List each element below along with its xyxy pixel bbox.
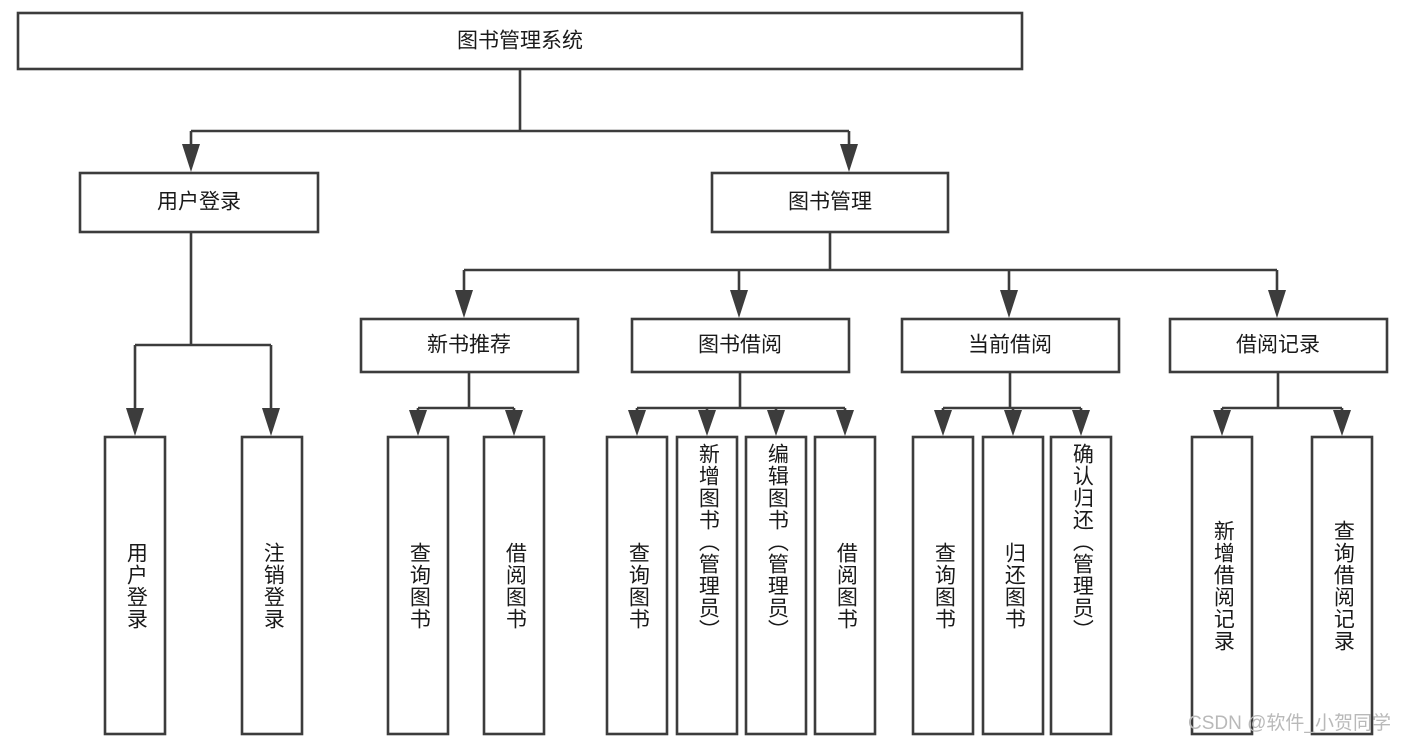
leaf-label-borrowrecord-2: 查询借阅记录 xyxy=(1331,519,1355,652)
connector-borrowrecord-to-leaves xyxy=(1213,373,1351,436)
leaf-label-bookborrow-4: 借阅图书 xyxy=(834,541,858,630)
connector-userlogin-to-leaves xyxy=(126,233,280,436)
leaf-box-bookborrow-4[interactable] xyxy=(813,435,877,736)
connector-newbook-to-leaves xyxy=(409,373,523,436)
leaf-label-user-login-1: 用户登录 xyxy=(124,541,148,630)
leaf-label-bookborrow-1: 查询图书 xyxy=(626,541,650,630)
node-root-system-label: 图书管理系统 xyxy=(457,30,583,53)
node-current-borrow-label: 当前借阅 xyxy=(968,334,1052,357)
leaf-label-currentborrow-1: 查询图书 xyxy=(932,541,956,630)
leaf-label-user-login-2: 注销登录 xyxy=(261,541,285,630)
leaf-boxes-user-login xyxy=(103,435,304,736)
leaf-label-currentborrow-3: 确认归还（管理员） xyxy=(1070,443,1094,641)
node-new-book-recommend-label: 新书推荐 xyxy=(427,334,511,357)
leaf-boxes-borrow-record xyxy=(1190,435,1374,736)
csdn-watermark: CSDN @软件_小贺同学 xyxy=(1188,713,1391,734)
node-new-book-recommend[interactable]: 新书推荐 xyxy=(359,317,580,374)
leaf-box-currentborrow-3[interactable] xyxy=(1049,435,1113,736)
leaf-boxes-current-borrow xyxy=(911,435,1113,736)
connector-bookborrow-to-leaves xyxy=(628,373,854,436)
leaf-box-newbook-2[interactable] xyxy=(482,435,546,736)
leaf-box-bookborrow-1[interactable] xyxy=(605,435,669,736)
leaf-label-bookborrow-2: 新增图书（管理员） xyxy=(696,443,720,641)
node-current-borrow[interactable]: 当前借阅 xyxy=(900,317,1121,374)
leaf-box-currentborrow-1[interactable] xyxy=(911,435,975,736)
leaf-box-currentborrow-2[interactable] xyxy=(981,435,1045,736)
node-borrow-record-label: 借阅记录 xyxy=(1236,334,1320,357)
leaf-boxes-new-book-recommend xyxy=(386,435,546,736)
node-book-management[interactable]: 图书管理 xyxy=(710,171,950,234)
leaf-label-borrowrecord-1: 新增借阅记录 xyxy=(1211,519,1235,652)
connector-bookmgmt-to-level2 xyxy=(455,233,1286,318)
node-user-login-label: 用户登录 xyxy=(157,191,241,214)
leaf-box-bookborrow-2[interactable] xyxy=(675,435,739,736)
leaf-box-user-login-2[interactable] xyxy=(240,435,304,736)
node-book-borrow-label: 图书借阅 xyxy=(698,334,782,357)
node-root-system[interactable]: 图书管理系统 xyxy=(16,11,1024,71)
leaf-box-bookborrow-3[interactable] xyxy=(744,435,808,736)
leaf-box-borrowrecord-2[interactable] xyxy=(1310,435,1374,736)
leaf-label-bookborrow-3: 编辑图书（管理员） xyxy=(765,443,789,641)
leaf-boxes-book-borrow xyxy=(605,435,877,736)
leaf-box-user-login-1[interactable] xyxy=(103,435,167,736)
connector-currentborrow-to-leaves xyxy=(934,373,1090,436)
connector-root-to-level1 xyxy=(182,69,858,172)
node-book-borrow[interactable]: 图书借阅 xyxy=(630,317,851,374)
leaf-label-currentborrow-2: 归还图书 xyxy=(1002,541,1026,630)
node-borrow-record[interactable]: 借阅记录 xyxy=(1168,317,1389,374)
leaf-box-borrowrecord-1[interactable] xyxy=(1190,435,1254,736)
leaf-box-newbook-1[interactable] xyxy=(386,435,450,736)
leaf-label-newbook-1: 查询图书 xyxy=(407,541,431,630)
node-user-login[interactable]: 用户登录 xyxy=(78,171,320,234)
leaf-label-newbook-2: 借阅图书 xyxy=(503,541,527,630)
node-book-management-label: 图书管理 xyxy=(788,191,872,214)
